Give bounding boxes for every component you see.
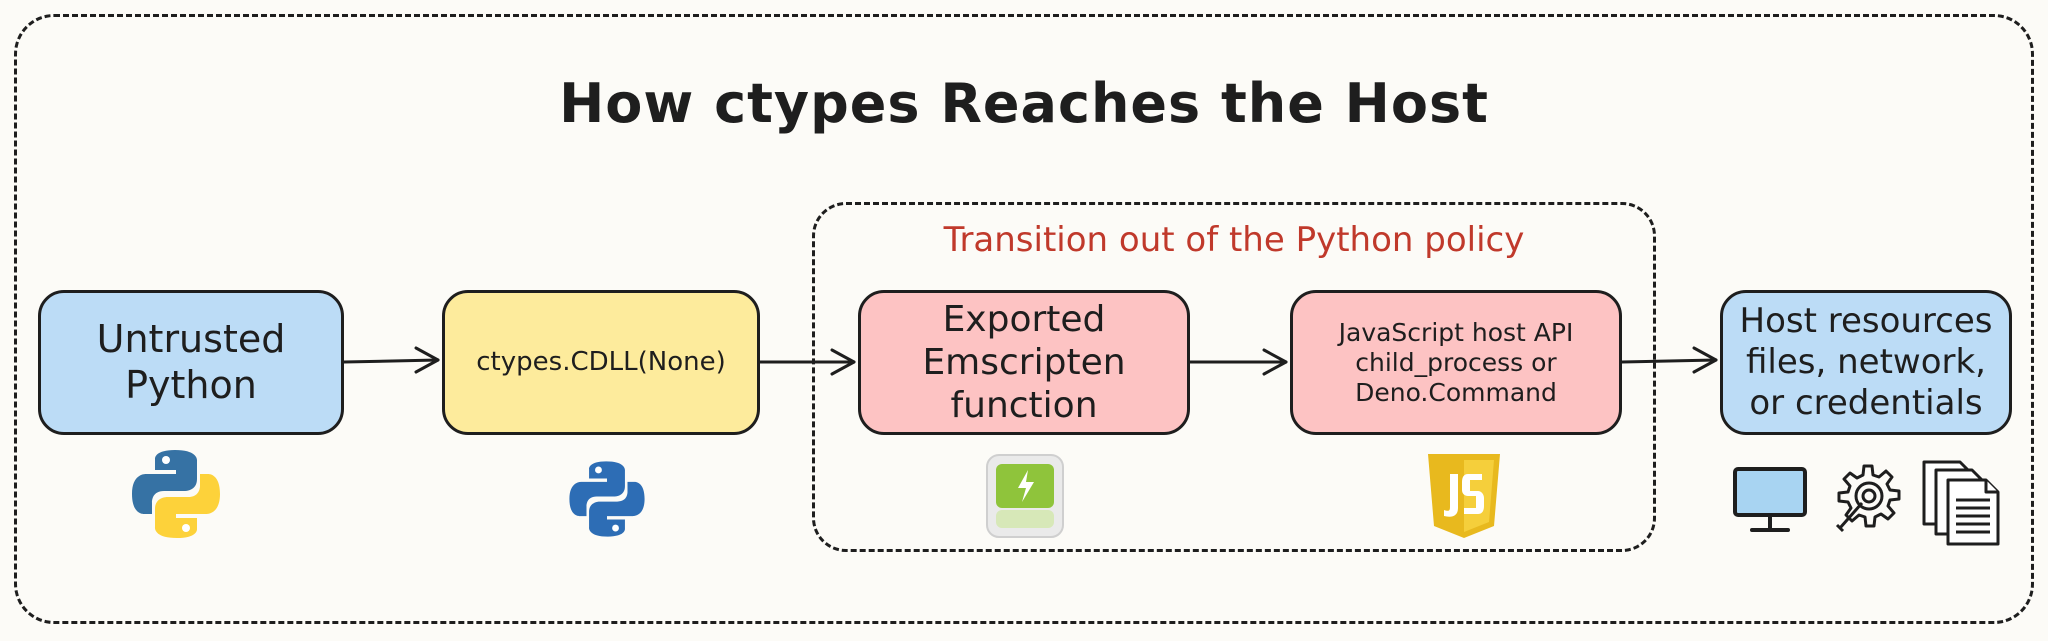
python-policy-transition-group — [812, 202, 1656, 552]
diagram-title: How ctypes Reaches the Host — [559, 72, 1489, 135]
python-logo-icon — [569, 461, 645, 537]
arrow-2 — [758, 348, 856, 376]
node-untrusted-python: Untrusted Python — [38, 290, 344, 435]
arrow-1 — [342, 346, 440, 374]
node-label: ctypes.CDLL(None) — [476, 346, 726, 377]
node-label: Host resources files, network, or creden… — [1739, 301, 1993, 423]
node-label: Untrusted Python — [96, 316, 286, 407]
wasm-module-icon — [986, 454, 1064, 538]
javascript-logo-icon — [1428, 454, 1500, 538]
group-label: Transition out of the Python policy — [943, 220, 1525, 260]
node-emscripten-function: Exported Emscripten function — [858, 290, 1190, 435]
python-logo-icon — [132, 450, 220, 538]
node-javascript-host-api: JavaScript host API child_process or Den… — [1290, 290, 1622, 435]
node-host-resources: Host resources files, network, or creden… — [1720, 290, 2012, 435]
node-ctypes-cdll: ctypes.CDLL(None) — [442, 290, 760, 435]
node-label: Exported Emscripten function — [922, 298, 1126, 427]
arrow-3 — [1188, 348, 1288, 376]
diagram-frame — [14, 14, 2034, 624]
documents-icon — [1922, 460, 2000, 546]
gear-icon — [1835, 464, 1901, 533]
monitor-icon — [1733, 467, 1807, 532]
node-label: JavaScript host API child_process or Den… — [1338, 317, 1574, 407]
arrow-4 — [1620, 346, 1718, 374]
